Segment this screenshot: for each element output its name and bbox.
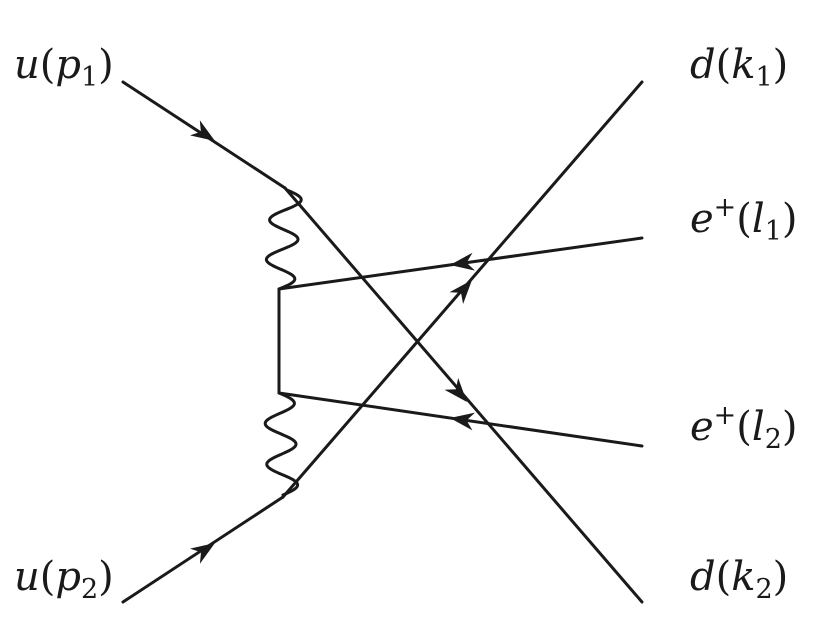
- arrow-positron-l2: [450, 412, 475, 431]
- arrow-positron-l1: [450, 252, 475, 271]
- arrow-outgoing-k2: [444, 377, 467, 402]
- photon-top-wavy: [264, 188, 303, 291]
- label-e-l1: e+(l1): [690, 192, 798, 247]
- label-d-k2: d(k2): [690, 554, 788, 605]
- label-u-p1: u(p1): [14, 42, 114, 93]
- photon-bottom-wavy: [263, 391, 300, 497]
- label-u-p2: u(p2): [14, 554, 114, 605]
- label-e-l2: e+(l2): [690, 400, 798, 455]
- arrow-incoming-top: [190, 120, 215, 141]
- arrow-outgoing-k1: [449, 280, 472, 304]
- label-d-k1: d(k1): [690, 42, 788, 93]
- arrow-incoming-bottom: [190, 543, 215, 564]
